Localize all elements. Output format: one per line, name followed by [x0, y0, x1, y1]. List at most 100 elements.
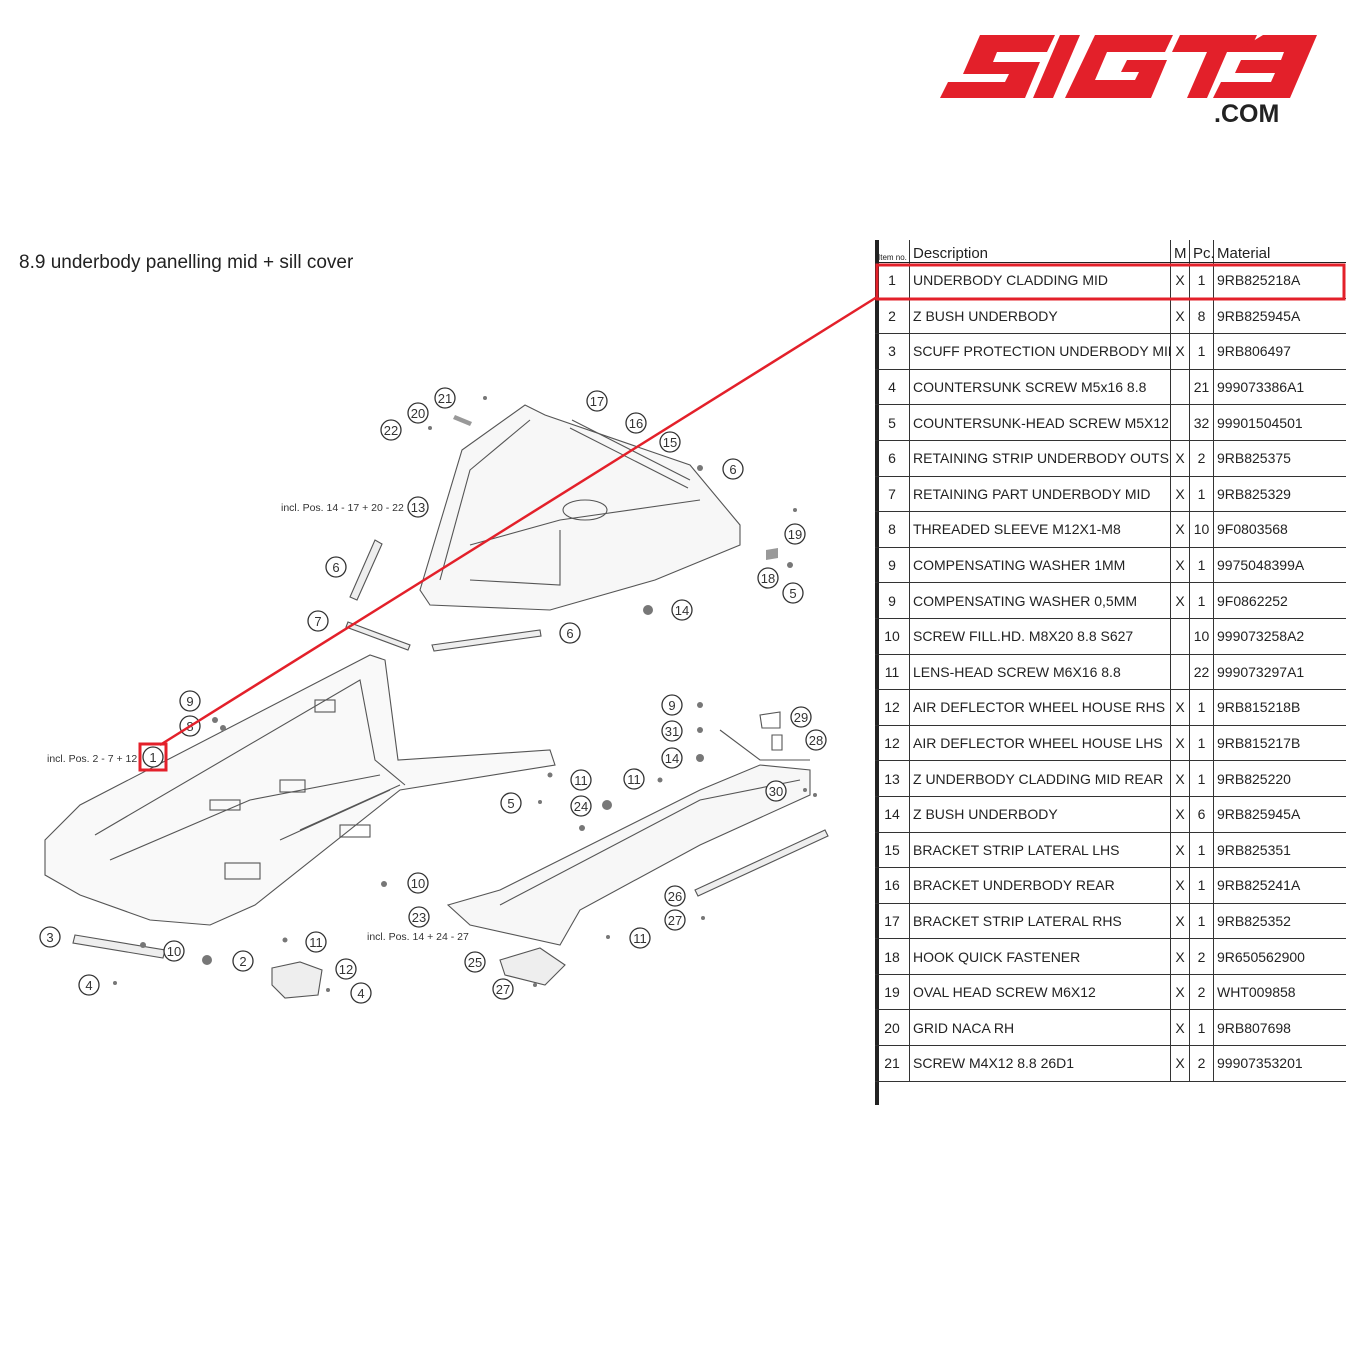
cell-pc: 2 [1189, 938, 1214, 975]
cell-m: X [1170, 440, 1190, 477]
cell-item: 6 [875, 440, 910, 477]
callout-21: 21 [434, 387, 456, 409]
callout-10a: 10 [407, 872, 429, 894]
cell-item: 21 [875, 1045, 910, 1082]
brand-logo [940, 35, 1317, 98]
svg-text:9: 9 [186, 694, 193, 709]
cell-m: X [1170, 689, 1190, 726]
svg-text:4: 4 [85, 978, 92, 993]
cell-description: RETAINING PART UNDERBODY MID [909, 476, 1171, 513]
header-material: Material [1213, 240, 1346, 263]
svg-text:10: 10 [411, 876, 425, 891]
callout-17: 17 [586, 390, 608, 412]
cell-description: THREADED SLEEVE M12X1-M8 [909, 511, 1171, 548]
svg-text:24: 24 [574, 799, 588, 814]
cell-description: COUNTERSUNK-HEAD SCREW M5X12 [909, 404, 1171, 441]
cell-item: 8 [875, 511, 910, 548]
svg-text:26: 26 [668, 889, 682, 904]
cell-description: RETAINING STRIP UNDERBODY OUTSIDE [909, 440, 1171, 477]
cell-material: 9RB806497 [1213, 333, 1346, 370]
cell-pc: 2 [1189, 440, 1214, 477]
callout-28: 28 [805, 729, 827, 751]
svg-text:17: 17 [590, 394, 604, 409]
cell-item: 2 [875, 298, 910, 335]
cell-m: X [1170, 867, 1190, 904]
cell-material: 9RB825329 [1213, 476, 1346, 513]
cell-m: X [1170, 760, 1190, 797]
cell-m: X [1170, 725, 1190, 762]
cell-m [1170, 654, 1190, 691]
svg-text:23: 23 [412, 910, 426, 925]
svg-text:25: 25 [468, 955, 482, 970]
callout-27a: 27 [664, 909, 686, 931]
cell-pc: 1 [1189, 333, 1214, 370]
svg-text:16: 16 [629, 416, 643, 431]
cell-m: X [1170, 1045, 1190, 1082]
cell-material: 9975048399A [1213, 547, 1346, 584]
cell-material: 9RB825375 [1213, 440, 1346, 477]
cell-m [1170, 618, 1190, 655]
cell-m: X [1170, 333, 1190, 370]
cell-description: Z UNDERBODY CLADDING MID REAR [909, 760, 1171, 797]
cell-pc: 10 [1189, 618, 1214, 655]
svg-text:2: 2 [239, 954, 246, 969]
callout-14a: 14 [671, 599, 693, 621]
svg-text:5: 5 [507, 796, 514, 811]
callout-30: 30 [765, 780, 787, 802]
exploded-diagram: incl. Pos. 14 - 17 + 20 - 22 incl. Pos. … [39, 387, 829, 1004]
cell-item: 10 [875, 618, 910, 655]
svg-text:10: 10 [167, 944, 181, 959]
callout-9b: 9 [661, 694, 683, 716]
table-header-row: Item no. Description M Pc. Material [875, 240, 1346, 263]
cell-material: 9RB825218A [1213, 262, 1346, 299]
cell-item: 12 [875, 689, 910, 726]
callout-19: 19 [784, 523, 806, 545]
svg-text:20: 20 [411, 406, 425, 421]
cell-description: Z BUSH UNDERBODY [909, 796, 1171, 833]
cell-m: X [1170, 796, 1190, 833]
part-25 [499, 947, 566, 986]
svg-text:31: 31 [665, 724, 679, 739]
retaining-part-7 [345, 621, 411, 651]
cell-description: GRID NACA RH [909, 1009, 1171, 1047]
cell-item: 7 [875, 476, 910, 513]
cell-material: 9RB825945A [1213, 796, 1346, 833]
cell-item: 19 [875, 974, 910, 1011]
cell-pc: 1 [1189, 1009, 1214, 1047]
cell-pc: 1 [1189, 725, 1214, 762]
svg-text:7: 7 [314, 614, 321, 629]
cell-item: 1 [875, 262, 910, 299]
cell-material: 9RB807698 [1213, 1009, 1346, 1047]
svg-text:19: 19 [788, 527, 802, 542]
cell-material: 9RB825352 [1213, 903, 1346, 940]
cell-item: 12 [875, 725, 910, 762]
callout-20: 20 [407, 402, 429, 424]
cell-description: SCUFF PROTECTION UNDERBODY MID [909, 333, 1171, 370]
callout-2: 2 [232, 950, 254, 972]
cell-pc: 22 [1189, 654, 1214, 691]
svg-text:8: 8 [186, 719, 193, 734]
callout-6a: 6 [722, 458, 744, 480]
cell-description: HOOK QUICK FASTENER [909, 938, 1171, 975]
cell-m [1170, 404, 1190, 441]
header-pc: Pc. [1189, 240, 1214, 263]
cell-item: 14 [875, 796, 910, 833]
cell-description: AIR DEFLECTOR WHEEL HOUSE RHS [909, 689, 1171, 726]
cell-pc: 1 [1189, 689, 1214, 726]
cell-item: 13 [875, 760, 910, 797]
cell-pc: 2 [1189, 974, 1214, 1011]
callout-29: 29 [790, 706, 812, 728]
cell-pc: 1 [1189, 867, 1214, 904]
cell-pc: 1 [1189, 547, 1214, 584]
cell-material: 9F0862252 [1213, 582, 1346, 619]
cell-description: BRACKET STRIP LATERAL RHS [909, 903, 1171, 940]
